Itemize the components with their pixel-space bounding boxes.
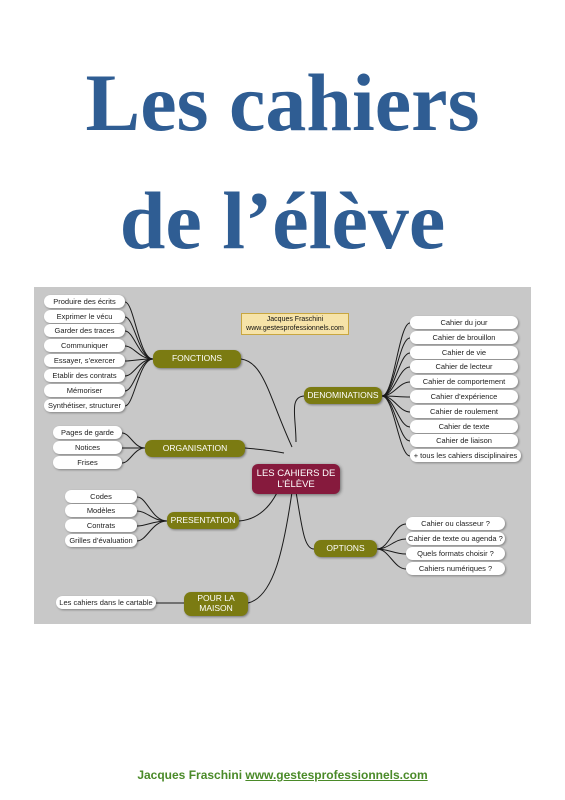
leaf-presentation: Grilles d’évaluation (65, 534, 137, 547)
leaf-fonctions: Exprimer le vécu (44, 310, 125, 323)
branch-fonctions: FONCTIONS (153, 350, 241, 368)
leaf-options: Quels formats choisir ? (406, 547, 505, 560)
credit-box: Jacques Fraschini www.gestesprofessionne… (241, 313, 349, 335)
page-title-line-1: Les cahiers (85, 57, 480, 148)
leaf-organisation: Frises (53, 456, 122, 469)
leaf-fonctions: Synthétiser, structurer (44, 399, 125, 412)
leaf-options: Cahier de texte ou agenda ? (406, 532, 505, 545)
leaf-fonctions: Essayer, s’exercer (44, 354, 125, 367)
branch-presentation: PRESENTATION (167, 512, 239, 529)
branch-denominations: DENOMINATIONS (304, 387, 382, 404)
leaf-denominations: Cahier de brouillon (410, 331, 518, 344)
leaf-fonctions: Garder des traces (44, 324, 125, 337)
leaf-fonctions: Mémoriser (44, 384, 125, 397)
leaf-denominations: Cahier de lecteur (410, 360, 518, 373)
leaf-denominations: Cahier de liaison (410, 434, 518, 447)
leaf-presentation: Codes (65, 490, 137, 503)
leaf-options: Cahier ou classeur ? (406, 517, 505, 530)
leaf-denominations: + tous les cahiers disciplinaires (410, 449, 521, 462)
leaf-presentation: Contrats (65, 519, 137, 532)
central-topic: LES CAHIERS DE L’ÉLÈVE (252, 464, 340, 494)
leaf-fonctions: Etablir des contrats (44, 369, 125, 382)
branch-pour-la-maison: POUR LA MAISON (184, 592, 248, 616)
leaf-denominations: Cahier du jour (410, 316, 518, 329)
leaf-denominations: Cahier de roulement (410, 405, 518, 418)
leaf-presentation: Modèles (65, 504, 137, 517)
footer-author: Jacques Fraschini (137, 768, 243, 782)
footer-link[interactable]: www.gestesprofessionnels.com (245, 768, 428, 782)
credit-url: www.gestesprofessionnels.com (246, 325, 344, 332)
leaf-denominations: Cahier de comportement (410, 375, 518, 388)
leaf-denominations: Cahier de texte (410, 420, 518, 433)
leaf-organisation: Pages de garde (53, 426, 122, 439)
leaf-denominations: Cahier d’expérience (410, 390, 518, 403)
branch-options: OPTIONS (314, 540, 377, 557)
mind-map-links (121, 301, 411, 604)
leaf-options: Cahiers numériques ? (406, 562, 505, 575)
branch-organisation: ORGANISATION (145, 440, 245, 457)
leaf-organisation: Notices (53, 441, 122, 454)
leaf-fonctions: Produire des écrits (44, 295, 125, 308)
leaf-maison: Les cahiers dans le cartable (56, 596, 156, 609)
credit-name: Jacques Fraschini (266, 316, 324, 323)
mind-map: Jacques Fraschini www.gestesprofessionne… (34, 287, 531, 624)
leaf-denominations: Cahier de vie (410, 346, 518, 359)
page-title-line-2: de l’élève (119, 175, 446, 266)
footer: Jacques Fraschini www.gestesprofessionne… (0, 768, 565, 782)
leaf-fonctions: Communiquer (44, 339, 125, 352)
